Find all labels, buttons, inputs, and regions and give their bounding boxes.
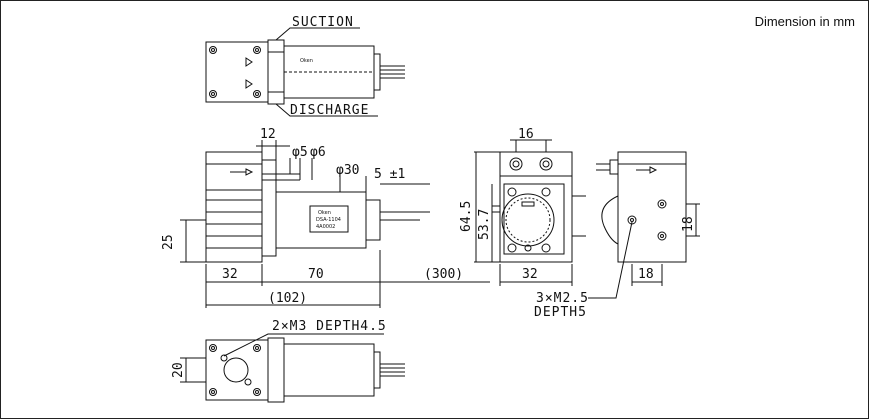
dim-53-7: 53.7	[477, 209, 492, 240]
top-nameplate-brand: Oken	[300, 58, 313, 64]
dim-phi30: φ30	[336, 163, 359, 178]
discharge-label: DISCHARGE	[290, 103, 369, 118]
dim-32-side: 32	[522, 267, 538, 282]
side-dimension-lines	[474, 139, 573, 286]
tap-side-label-1: 3×M2.5	[536, 291, 589, 306]
dim-300: (300)	[424, 267, 463, 282]
side-view	[492, 151, 586, 263]
dim-phi5: φ5	[292, 145, 308, 160]
right-view	[596, 151, 687, 263]
dim-18-vertical: 18	[681, 216, 696, 232]
dimension-unit-note: Dimension in mm	[754, 14, 855, 29]
dim-64-5: 64.5	[459, 201, 474, 232]
tap-main-label: 2×M3 DEPTH4.5	[272, 319, 387, 334]
dim-102: (102)	[268, 291, 307, 306]
suction-label: SUCTION	[292, 15, 354, 30]
front-nameplate-brand: Oken	[318, 210, 331, 216]
dim-5pm1: 5 ±1	[374, 167, 405, 182]
dim-phi6: φ6	[310, 145, 326, 160]
top-view	[205, 27, 405, 117]
tap-side-label-2: DEPTH5	[534, 305, 587, 320]
front-dimension-lines	[180, 140, 490, 308]
dim-16: 16	[518, 127, 534, 142]
dim-20: 20	[171, 362, 186, 378]
front-view	[205, 151, 430, 263]
dim-18-horizontal: 18	[638, 267, 654, 282]
dim-12: 12	[260, 127, 276, 142]
dim-25: 25	[161, 234, 176, 250]
dim-70: 70	[308, 267, 324, 282]
front-nameplate-model: DSA-1104	[316, 217, 341, 223]
dim-32-front: 32	[222, 267, 238, 282]
front-nameplate-serial: 4A0002	[316, 224, 335, 230]
bottom-view	[180, 333, 405, 403]
right-dimension-lines	[588, 203, 700, 299]
